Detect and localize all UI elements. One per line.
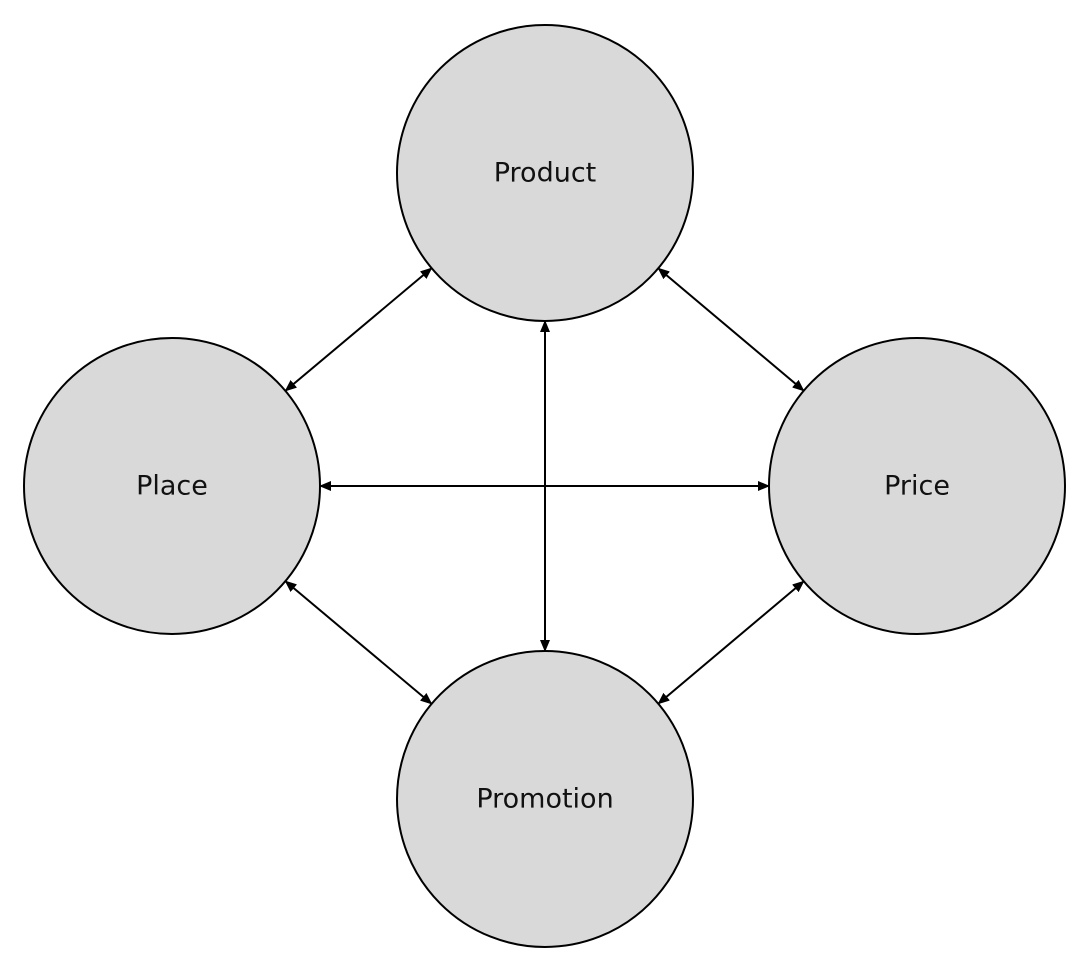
node-place: Place — [23, 337, 321, 635]
arrow-place-promotion — [284, 580, 433, 705]
node-price-label: Price — [884, 471, 950, 502]
connector-layer — [284, 267, 805, 705]
node-product-circle — [396, 24, 694, 322]
node-promotion-circle — [396, 650, 694, 948]
node-place-label: Place — [136, 471, 208, 502]
node-price: Price — [768, 337, 1066, 635]
node-place-circle — [23, 337, 321, 635]
arrow-price-promotion — [657, 580, 805, 705]
arrow-product-price — [657, 267, 805, 392]
node-price-circle — [768, 337, 1066, 635]
node-product-label: Product — [494, 158, 597, 189]
node-product: Product — [396, 24, 694, 322]
node-promotion-label: Promotion — [476, 784, 613, 815]
arrow-product-place — [284, 267, 433, 392]
node-promotion: Promotion — [396, 650, 694, 948]
